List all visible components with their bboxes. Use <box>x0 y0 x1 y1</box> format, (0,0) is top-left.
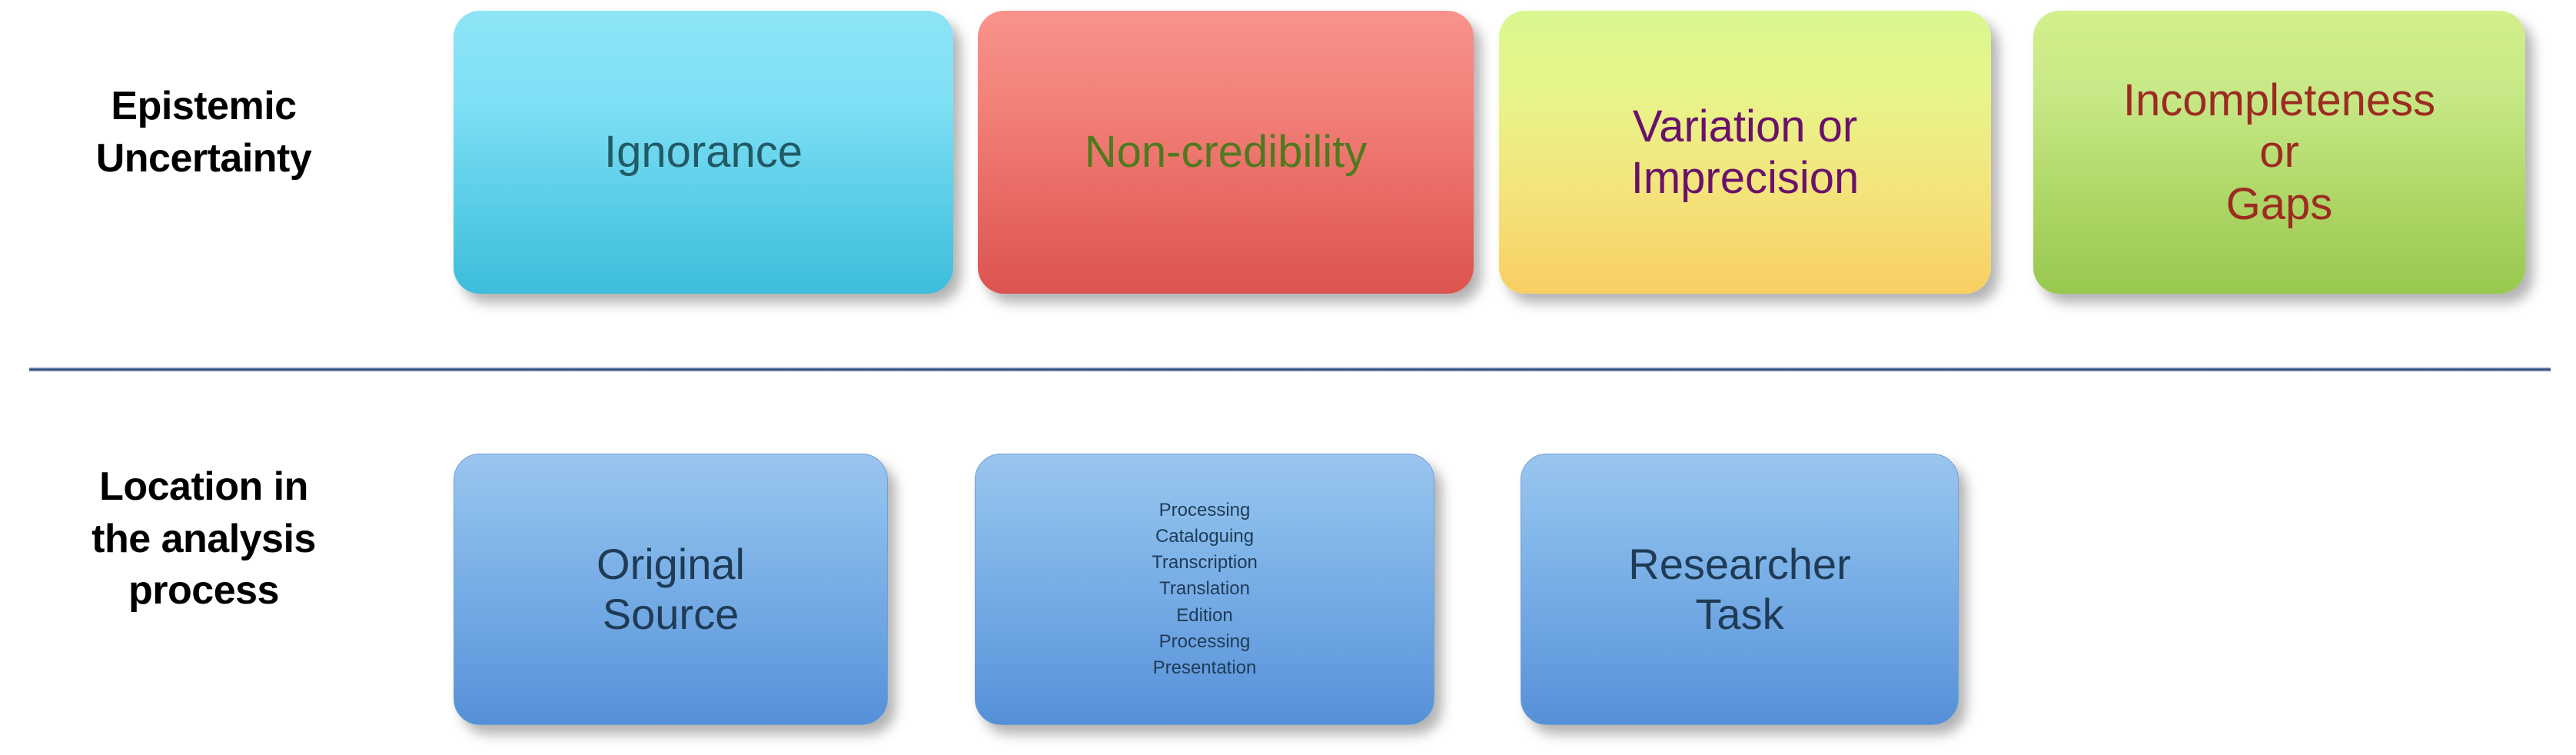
box-ignorance-label: Ignorance <box>604 127 803 178</box>
box-ignorance[interactable]: Ignorance <box>454 11 953 294</box>
box-variation-or-imprecision-label: Variation or Imprecision <box>1630 101 1860 203</box>
box-non-credibility[interactable]: Non-credibility <box>978 11 1474 294</box>
row-label-epistemic-uncertainty: Epistemic Uncertainty <box>95 84 312 181</box>
box-researcher-task[interactable]: Researcher Task <box>1521 454 1959 725</box>
box-non-credibility-label: Non-credibility <box>1084 127 1368 178</box>
box-original-source[interactable]: Original Source <box>454 454 888 725</box>
row-divider <box>29 368 2551 371</box>
row-label-location-in-the-analysis-process: Location in the analysis process <box>91 464 316 614</box>
box-process-steps[interactable]: Processing Cataloguing Transcription Tra… <box>975 454 1434 725</box>
box-process-steps-label: Processing Cataloguing Transcription Tra… <box>1152 500 1258 678</box>
box-variation-or-imprecision[interactable]: Variation or Imprecision <box>1499 11 1991 294</box>
box-incompleteness-or-gaps[interactable]: Incompleteness or Gaps <box>2033 11 2525 294</box>
box-researcher-task-label: Researcher Task <box>1628 539 1851 638</box>
box-incompleteness-or-gaps-label: Incompleteness or Gaps <box>2122 75 2436 229</box>
box-original-source-label: Original Source <box>597 539 745 638</box>
